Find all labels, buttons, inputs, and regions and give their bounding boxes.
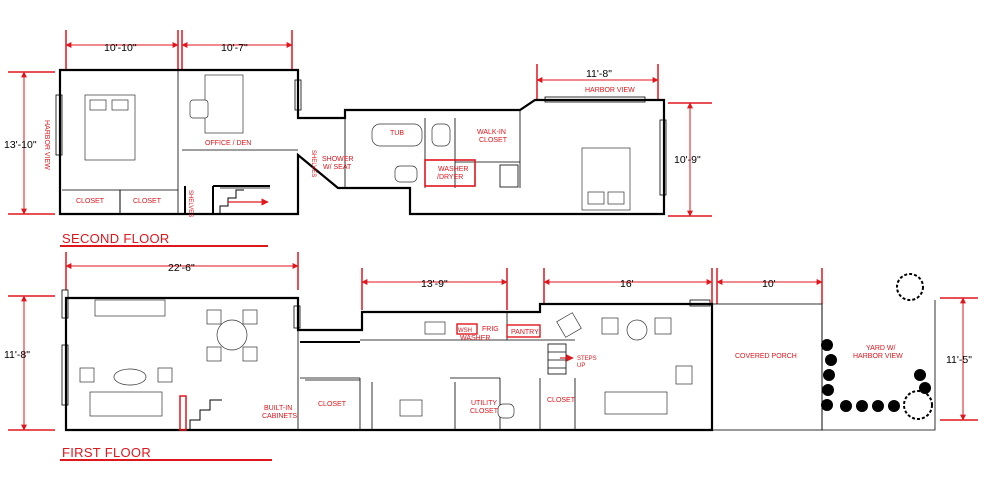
dim-label: 10'-9" [674,154,701,166]
desk [204,74,244,134]
dimension-line [65,30,179,70]
staircase [179,395,222,431]
toilet [431,123,451,147]
first-floor-plan: 22'-6" 13'-9" 16' 10' 11'-8" [4,252,978,461]
view-label: HARBOR VIEW [585,87,635,94]
ottoman [626,319,648,341]
room-label: HARBOR VIEW [853,353,903,360]
sink [394,165,418,183]
view-label: HARBOR VIEW [43,120,50,170]
dim-label: 22'-6" [168,262,195,274]
dimension-line [181,30,293,70]
room-label: SHELVES [187,190,193,217]
closet-door [499,164,519,188]
dimension-line [543,268,713,304]
dim-label: 10'-7" [221,42,248,54]
room-label: BUILT-IN [264,405,292,412]
side-chair [675,365,693,385]
window [294,79,302,111]
sofa [89,391,163,417]
dim-label: 13'-9" [421,278,448,290]
dimension-line [668,102,712,217]
window [55,94,63,156]
room-label: UTILITY [471,400,497,407]
dimension-line [716,268,823,304]
room-label: YARD W/ [866,345,895,352]
room-label: CLOSET [318,401,347,408]
tv-console [94,299,166,317]
room-label: WASHER [438,166,468,173]
second-floor-plan: 10'-10" 10'-7" 11'-8" 13'-10" 10'-9" [4,30,712,247]
room-label: COVERED PORCH [735,353,797,360]
window [61,344,69,406]
staircase [219,187,270,214]
room-label: CLOSET [547,397,576,404]
dimension-line [361,268,508,310]
room-label: TUB [390,130,404,137]
bed [581,147,631,211]
bathtub [371,123,423,147]
window [689,299,711,307]
room-label: WALK-IN [477,129,506,136]
room-label: CABINETS [262,413,297,420]
window [61,289,69,319]
armchair [654,317,672,335]
appliance-box [456,323,478,335]
dimension-line [536,64,659,100]
dim-label: 11'-8" [4,349,30,361]
yard-outline [821,300,936,431]
shrub-icon [821,273,933,420]
room-label: STEPS [577,356,597,362]
porch-outline [711,303,823,431]
room-label: SHELVES [310,150,316,177]
floor-title: SECOND FLOOR [62,231,170,246]
staircase [547,343,567,375]
dim-label: 10' [762,278,776,290]
dimension-line [65,252,299,290]
room-label: OFFICE / DEN [205,140,251,147]
kitchen-sink [424,321,446,335]
room-label: SHOWER [322,156,354,163]
room-label: PANTRY [511,329,539,336]
room-label: FRIG [482,326,499,333]
dim-label: 11'-5" [946,354,972,366]
armchair [556,312,582,338]
dimension-line [940,297,978,421]
exterior-wall [58,68,666,216]
room-label: /DRYER [437,174,463,181]
room-label: CLOSET [133,198,162,205]
floor-title: FIRST FLOOR [62,445,151,460]
room-label: WSH [458,328,472,334]
dimension-line [8,71,55,215]
washer-dryer-box [424,159,476,187]
room-label: CLOSET [479,137,508,144]
dining-table [206,309,258,362]
stove [399,399,423,417]
window [293,305,301,329]
room-label: UP [577,363,585,369]
dim-label: 11'-8" [586,68,612,80]
chair [189,99,209,119]
exterior-wall [64,296,714,432]
room-label: WASHER [460,335,490,342]
room-label: W/ SEAT [323,164,352,171]
dim-label: 13'-10" [4,139,37,151]
dimension-line [8,295,55,431]
room-label: CLOSET [76,198,105,205]
window [544,96,646,103]
armchair [157,367,173,383]
window [659,119,667,196]
sofa [604,391,668,415]
dim-label: 10'-10" [104,42,137,54]
room-label: CLOSET [470,408,499,415]
armchair [601,317,619,335]
coffee-table [113,368,147,386]
toilet [497,403,515,419]
dim-label: 16' [620,278,634,290]
pantry-box [506,324,541,338]
bed [84,94,136,161]
armchair [79,367,95,383]
